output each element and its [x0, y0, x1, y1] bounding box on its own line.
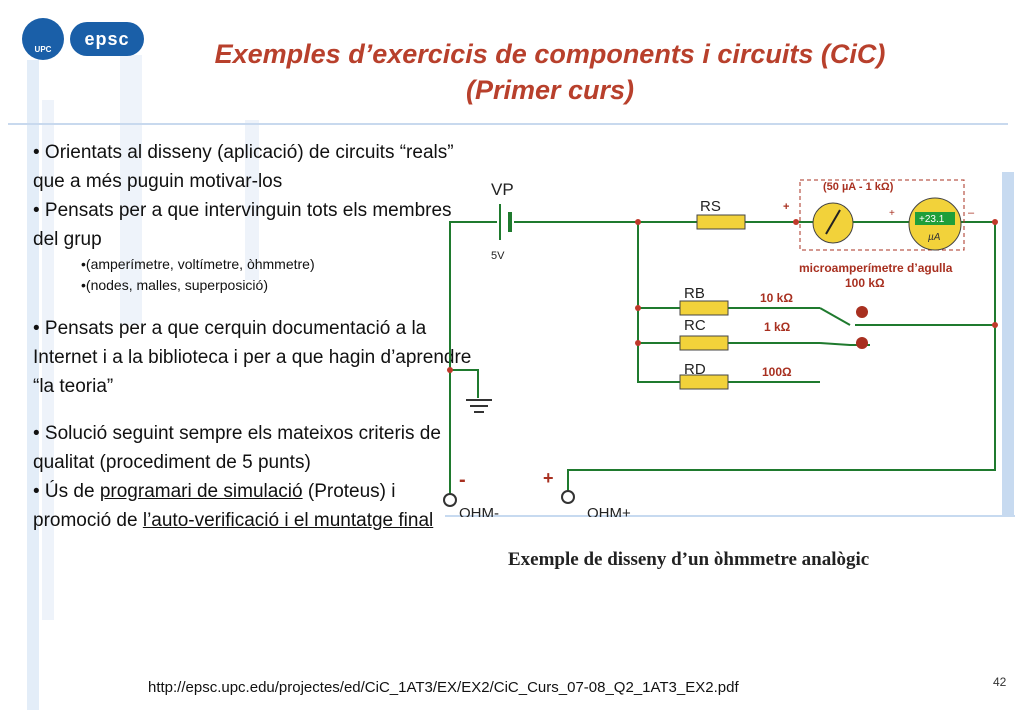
figure-caption: Exemple de disseny d’un òhmmetre analògi… — [508, 549, 870, 570]
bullet-5-mid: (Proteus) i promoció de — [33, 481, 396, 531]
meter-minus: – — [968, 207, 975, 219]
ohmmeter-circuit-diagram: VP 5V RS RB 10 kΩ RC 1 kΩ RD 100Ω (50 µA… — [443, 172, 1015, 517]
bullet-3: • Pensats per a que cerquin documentació… — [33, 318, 472, 397]
switch-contact-icon — [856, 337, 868, 349]
meter-range: (50 µA - 1 kΩ) — [823, 181, 894, 193]
vp-label: VP — [491, 180, 514, 199]
ground-symbol — [466, 399, 492, 413]
title-line-1: Exemples d’exercicis de components i cir… — [214, 39, 886, 69]
rd-label: RD — [684, 361, 706, 378]
terminal-ohm-minus-icon — [443, 493, 457, 507]
epsc-logo: epsc — [70, 22, 144, 56]
bullet-1: • Orientats al disseny (aplicació) de ci… — [33, 142, 454, 192]
resistor-rd — [679, 374, 729, 390]
decorative-bar — [120, 55, 142, 325]
bullet-5-prefix: • Ús de — [33, 481, 100, 502]
bullet-2: • Pensats per a que intervinguin tots el… — [33, 200, 452, 250]
rd-value: 100Ω — [762, 365, 792, 379]
terminal-plus-sign: + — [543, 468, 554, 488]
junction-dots — [447, 219, 998, 373]
slide-title: Exemples d’exercicis de components i cir… — [150, 36, 950, 108]
rb-label: RB — [684, 285, 705, 302]
meter-dashed-box — [799, 179, 965, 251]
terminal-minus-sign: - — [459, 469, 466, 491]
bullet-4: • Solució seguint sempre els mateixos cr… — [33, 423, 441, 473]
title-line-2: (Primer curs) — [465, 75, 635, 105]
battery-vp: VP 5V — [491, 180, 514, 262]
meter-plus-left: + — [783, 201, 789, 213]
sub-bullet-1: •(amperímetre, voltímetre, òhmmetre) — [81, 256, 315, 272]
rc-label: RC — [684, 317, 706, 334]
meter-plus-right: + — [889, 208, 895, 219]
resistor-rs — [696, 214, 746, 230]
decorative-bar — [245, 120, 259, 280]
rb-value: 10 kΩ — [760, 291, 793, 305]
terminal-ohm-plus-icon — [561, 490, 575, 504]
resistor-rb — [679, 300, 729, 316]
bullet-list: • Orientats al disseny (aplicació) de ci… — [33, 138, 473, 535]
meter-caption: microamperímetre d’agulla — [799, 261, 953, 275]
decorative-bar — [42, 100, 54, 620]
upc-logo: UPC — [22, 18, 64, 60]
rs-label: RS — [700, 198, 721, 215]
ohm-plus-label: OHM+ — [587, 505, 631, 517]
sub-bullet-2: •(nodes, malles, superposició) — [81, 277, 268, 293]
decorative-bar — [27, 60, 39, 710]
resistor-rc — [679, 335, 729, 351]
bullet-5: • Ús de programari de simulació (Proteus… — [33, 477, 473, 535]
rc-value: 1 kΩ — [764, 320, 791, 334]
meter-resistance: 100 kΩ — [845, 276, 885, 290]
self-verification-text: l’auto-verificació i el muntatge final — [142, 510, 434, 531]
meter-unit: µA — [928, 232, 941, 243]
title-divider — [8, 123, 1008, 125]
switch-contact-icon — [856, 306, 868, 318]
source-url[interactable]: http://epsc.upc.edu/projectes/ed/CiC_1AT… — [148, 679, 739, 696]
meter-reading: +23.1 — [919, 214, 945, 225]
meter-display — [915, 212, 955, 225]
page-number: 42 — [993, 675, 1007, 689]
ohm-minus-label: OHM- — [459, 505, 499, 517]
upc-logo-text: UPC — [34, 45, 52, 54]
simulation-software-text: programari de simulació — [99, 481, 303, 502]
vp-value: 5V — [491, 250, 505, 262]
